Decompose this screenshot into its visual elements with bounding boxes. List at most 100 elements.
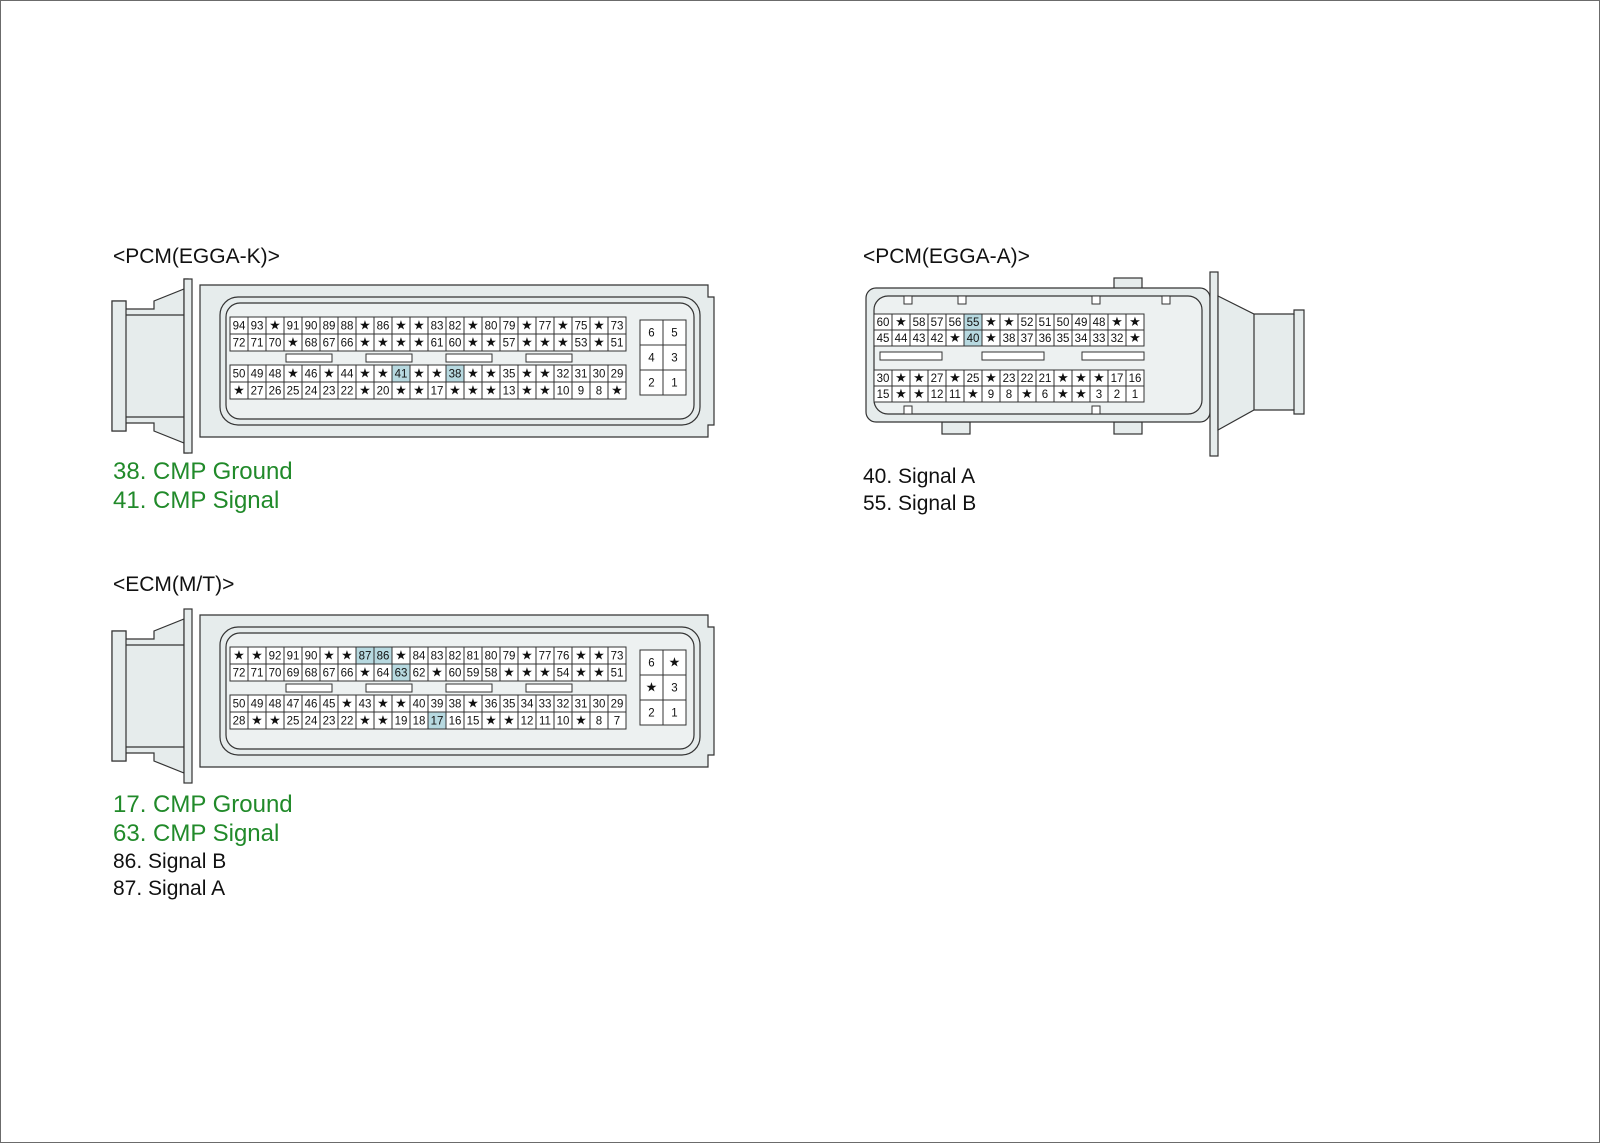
pin-label: ★ xyxy=(1075,370,1087,385)
pin: 8 xyxy=(999,385,1019,403)
pin-label: 22 xyxy=(341,386,354,398)
pin-cell xyxy=(662,699,687,726)
pin-label: 66 xyxy=(341,668,354,680)
pin-label: 6 xyxy=(648,328,654,340)
pin: ★ xyxy=(319,646,339,665)
pin: 12 xyxy=(927,385,947,403)
pin: 25 xyxy=(283,381,303,400)
pin-label: 50 xyxy=(1057,317,1070,329)
pin-label: 77 xyxy=(539,651,552,663)
pin-label: 79 xyxy=(503,321,516,333)
pin: ★ xyxy=(319,364,339,383)
pin-label: 40 xyxy=(413,699,426,711)
pin-label: 49 xyxy=(1075,317,1088,329)
keying-slots xyxy=(285,353,573,363)
pin: 27 xyxy=(247,381,267,400)
pin: 86 xyxy=(373,646,393,665)
pin-label: ★ xyxy=(395,335,407,350)
pin: 73 xyxy=(607,316,627,335)
pin: 11 xyxy=(535,711,555,730)
pin-label: ★ xyxy=(895,370,907,385)
pin-label: 80 xyxy=(485,321,498,333)
pin: 70 xyxy=(265,333,285,352)
pin: 6 xyxy=(1035,385,1055,403)
pin-label: 39 xyxy=(431,699,444,711)
pin: 61 xyxy=(427,333,447,352)
pin-label: 49 xyxy=(251,369,264,381)
pin: ★ xyxy=(517,364,537,383)
pin-label: ★ xyxy=(323,366,335,381)
pin: 27 xyxy=(927,369,947,387)
pin-label: 16 xyxy=(449,716,462,728)
pin-label: 23 xyxy=(323,716,336,728)
pin: 83 xyxy=(427,646,447,665)
pin: 17 xyxy=(427,381,447,400)
pin-label: 48 xyxy=(269,369,282,381)
pin-label: 41 xyxy=(395,369,408,381)
pin-label: ★ xyxy=(377,696,389,711)
pin-label: ★ xyxy=(377,366,389,381)
pin: 45 xyxy=(319,694,339,713)
pin-label: 58 xyxy=(913,317,926,329)
pin-label: ★ xyxy=(287,335,299,350)
pin: 8 xyxy=(589,381,609,400)
pin-label: 1 xyxy=(1132,389,1138,401)
pin-label: ★ xyxy=(377,713,389,728)
pin: ★ xyxy=(1017,385,1037,403)
connector-title-ecm-mt: <ECM(M/T)> xyxy=(113,573,235,596)
pin-label: 5 xyxy=(671,328,677,340)
pin-label: ★ xyxy=(467,383,479,398)
pin: ★ xyxy=(535,333,555,352)
pin: 16 xyxy=(1125,369,1145,387)
pin-label: 51 xyxy=(1039,317,1052,329)
pin-label: 69 xyxy=(287,668,300,680)
connector-title-pcm-egga-k: <PCM(EGGA-K)> xyxy=(113,245,280,268)
pin: ★ xyxy=(981,369,1001,387)
pin-cell xyxy=(1125,329,1145,347)
pin: ★ xyxy=(373,364,393,383)
pin: 66 xyxy=(337,333,357,352)
pin-label: ★ xyxy=(359,318,371,333)
pin-label: ★ xyxy=(539,335,551,350)
pin-label: 50 xyxy=(233,369,246,381)
pin-label: 8 xyxy=(596,716,602,728)
keying-slot xyxy=(445,353,493,363)
pin: 32 xyxy=(1107,329,1127,347)
pin-label: 32 xyxy=(557,699,570,711)
pin: 81 xyxy=(463,646,483,665)
pin: 88 xyxy=(337,316,357,335)
pin-label: 11 xyxy=(539,716,551,728)
pin: 84 xyxy=(409,646,429,665)
pin: 52 xyxy=(1017,313,1037,331)
pin: 24 xyxy=(301,381,321,400)
pin-label: 82 xyxy=(449,651,462,663)
pin: 25 xyxy=(283,711,303,730)
pin-label: ★ xyxy=(913,370,925,385)
pin: ★ xyxy=(1089,369,1109,387)
pin: 62 xyxy=(409,663,429,682)
pin: 40 xyxy=(409,694,429,713)
pin-label: 77 xyxy=(539,321,552,333)
pin-label: 15 xyxy=(877,389,890,401)
pin: 82 xyxy=(445,646,465,665)
pin: ★ xyxy=(571,646,591,665)
pin-label: 52 xyxy=(1021,317,1034,329)
pin: ★ xyxy=(463,694,483,713)
pin-label: ★ xyxy=(413,318,425,333)
pin-label: 89 xyxy=(323,321,336,333)
pin-label: 27 xyxy=(251,386,264,398)
pin: ★ xyxy=(409,364,429,383)
pin-label: 45 xyxy=(323,699,336,711)
pin-cell xyxy=(607,711,627,730)
pin: ★ xyxy=(1125,329,1145,347)
pin: ★ xyxy=(517,663,537,682)
pin: 48 xyxy=(265,694,285,713)
pin: ★ xyxy=(535,364,555,383)
pin: 86 xyxy=(373,316,393,335)
pin: ★ xyxy=(517,381,537,400)
pin: ★ xyxy=(891,369,911,387)
pin-label: 51 xyxy=(611,338,624,350)
